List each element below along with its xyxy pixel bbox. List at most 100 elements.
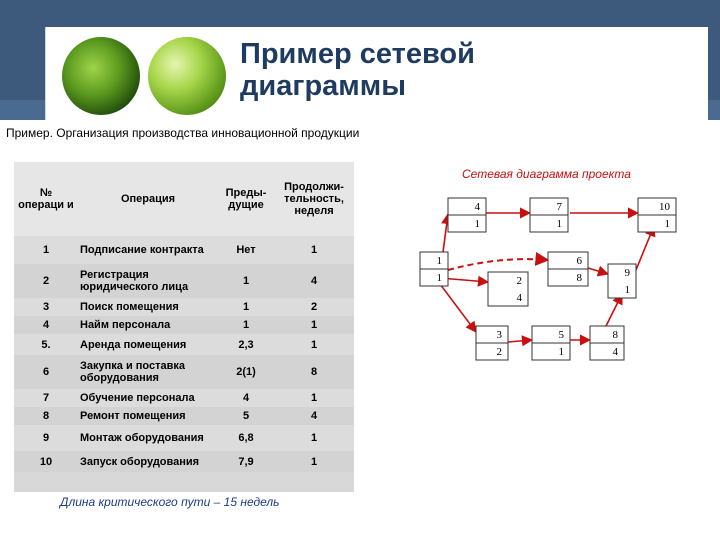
cell-duration: 1 [274, 236, 354, 264]
network-node-bottom-label: 1 [559, 346, 565, 358]
slide-title: Пример сетевой диаграммы [240, 38, 540, 102]
edge-3-5 [508, 340, 532, 342]
network-node-8: 84 [590, 326, 624, 360]
network-node-top-label: 9 [625, 267, 631, 279]
network-node-bottom-label: 1 [665, 218, 671, 230]
cell-predecessors: 5 [218, 407, 274, 425]
network-node-5: 51 [532, 326, 570, 360]
leaf-image-2 [148, 37, 226, 115]
cell-predecessors: 7,9 [218, 451, 274, 472]
network-node-top-label: 5 [559, 329, 565, 341]
network-node-bottom-label: 1 [475, 218, 481, 230]
cell-operation: Поиск помещения [78, 298, 218, 316]
network-node-box [608, 264, 636, 298]
edge-9-10 [636, 226, 654, 270]
header-num: № операци и [14, 162, 78, 236]
cell-predecessors: 1 [218, 264, 274, 298]
cell-operation: Ремонт помещения [78, 407, 218, 425]
edge-1-6-dashed [448, 259, 548, 270]
cell-num: 7 [14, 389, 78, 407]
network-node-top-label: 1 [437, 255, 443, 267]
cell-duration: 4 [274, 407, 354, 425]
cell-operation: Найм персонала [78, 316, 218, 334]
cell-operation: Подписание контракта [78, 236, 218, 264]
network-node-9: 91 [608, 264, 636, 298]
cell-duration: 8 [274, 355, 354, 389]
cell-operation: Монтаж оборудования [78, 425, 218, 451]
network-diagram-title: Сетевая диаграмма проекта [462, 167, 631, 181]
cell-predecessors: 6,8 [218, 425, 274, 451]
network-node-6: 68 [548, 252, 588, 286]
cell-duration: 1 [274, 334, 354, 355]
cell-predecessors: 2(1) [218, 355, 274, 389]
network-node-bottom-label: 4 [613, 346, 619, 358]
cell-predecessors: 1 [218, 298, 274, 316]
header-operation: Операция [78, 162, 218, 236]
network-node-top-label: 6 [577, 255, 583, 267]
cell-duration: 1 [274, 316, 354, 334]
edge-6-9 [588, 268, 608, 274]
cell-num: 4 [14, 316, 78, 334]
operations-table: № операци и Операция Преды-дущие Продолж… [14, 162, 354, 472]
cell-duration: 2 [274, 298, 354, 316]
network-node-1: 11 [420, 252, 448, 286]
network-node-2: 24 [488, 272, 528, 306]
cell-predecessors: 4 [218, 389, 274, 407]
network-node-7: 71 [530, 198, 568, 232]
network-node-top-label: 8 [613, 329, 619, 341]
cell-num: 8 [14, 407, 78, 425]
network-node-top-label: 10 [659, 201, 671, 213]
network-node-bottom-label: 1 [557, 218, 563, 230]
network-node-box [488, 272, 528, 306]
network-node-top-label: 2 [517, 275, 523, 287]
edge-8-9 [605, 294, 622, 328]
table-header-row: № операци и Операция Преды-дущие Продолж… [14, 162, 354, 236]
operations-table-wrap: № операци и Операция Преды-дущие Продолж… [14, 162, 354, 492]
cell-num: 9 [14, 425, 78, 451]
cell-operation: Обучение персонала [78, 389, 218, 407]
cell-predecessors: 2,3 [218, 334, 274, 355]
cell-num: 2 [14, 264, 78, 298]
critical-path-caption: Длина критического пути – 15 недель [60, 495, 280, 509]
cell-operation: Запуск оборудования [78, 451, 218, 472]
cell-num: 6 [14, 355, 78, 389]
slide-title-line-1: Пример сетевой [240, 38, 540, 70]
network-node-top-label: 4 [475, 201, 481, 213]
network-node-4: 41 [448, 198, 486, 232]
network-node-bottom-label: 1 [437, 272, 443, 284]
cell-duration: 1 [274, 389, 354, 407]
network-node-10: 101 [638, 198, 676, 232]
cell-num: 1 [14, 236, 78, 264]
edge-2-3 [440, 284, 476, 332]
cell-operation: Закупка и поставка оборудования [78, 355, 218, 389]
cell-duration: 4 [274, 264, 354, 298]
network-node-bottom-label: 4 [517, 292, 523, 304]
network-node-bottom-label: 8 [577, 272, 583, 284]
network-node-3: 32 [476, 326, 508, 360]
cell-operation: Аренда помещения [78, 334, 218, 355]
cell-operation: Регистрация юридического лица [78, 264, 218, 298]
cell-num: 5. [14, 334, 78, 355]
slide-subtitle: Пример. Организация производства инновац… [6, 126, 359, 140]
network-node-bottom-label: 1 [625, 284, 631, 296]
network-node-bottom-label: 2 [497, 346, 503, 358]
cell-predecessors: 1 [218, 316, 274, 334]
header-predecessors: Преды-дущие [218, 162, 274, 236]
cell-duration: 1 [274, 425, 354, 451]
header-duration: Продолжи-тельность, неделя [274, 162, 354, 236]
network-node-top-label: 3 [497, 329, 503, 341]
slide-title-line-2: диаграммы [240, 70, 540, 102]
network-node-top-label: 7 [557, 201, 563, 213]
cell-num: 3 [14, 298, 78, 316]
